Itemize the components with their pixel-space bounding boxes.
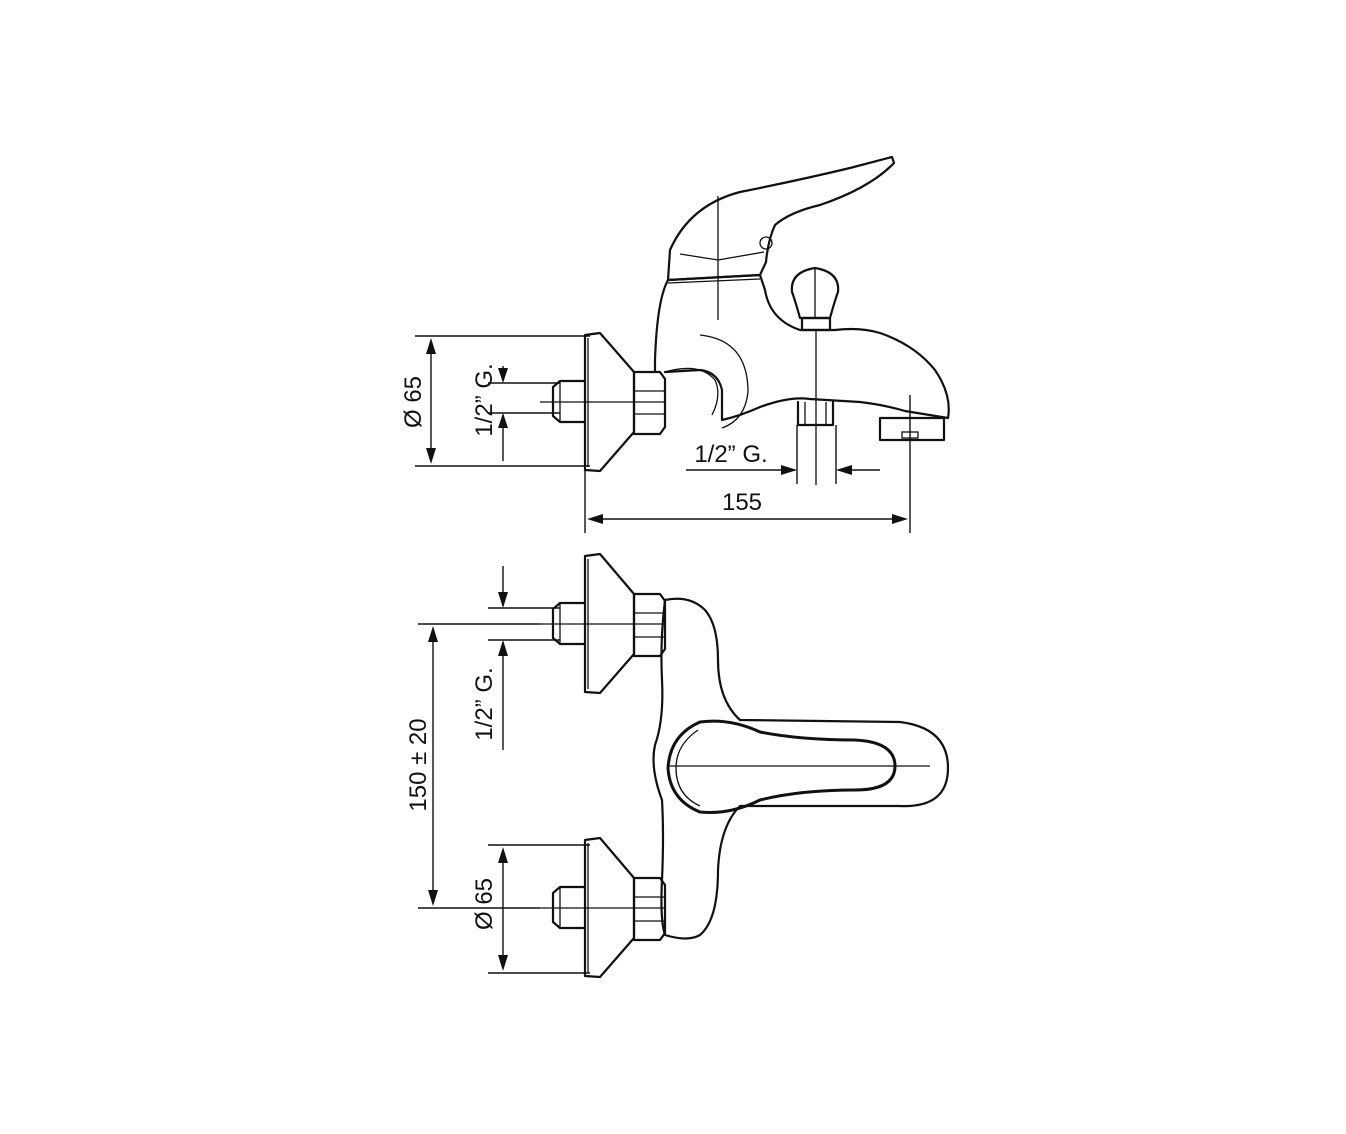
side-mixer-body	[653, 273, 950, 422]
side-view: Ø 65 1/2” G. 1/2” G. 155	[400, 155, 950, 533]
front-mixer-body	[652, 597, 950, 940]
front-view: 1/2” G. 150 ± 20 Ø 65	[405, 552, 950, 979]
front-lower-hex-nut	[632, 876, 667, 942]
front-lever-handle	[666, 719, 897, 814]
side-diameter-label: Ø 65	[400, 376, 427, 428]
front-inlet-thread-label: 1/2” G.	[471, 667, 498, 740]
side-hex-nut	[632, 370, 667, 436]
side-width-label: 155	[722, 489, 762, 516]
side-inlet-thread-label: 1/2” G.	[471, 363, 498, 436]
side-outlet-thread-label: 1/2” G.	[694, 441, 767, 468]
front-upper-hex-nut	[632, 592, 667, 658]
side-spout-aerator	[878, 416, 946, 442]
front-center-distance-label: 150 ± 20	[405, 718, 432, 811]
front-diameter-label: Ø 65	[471, 878, 498, 930]
side-lever-handle	[666, 155, 896, 282]
